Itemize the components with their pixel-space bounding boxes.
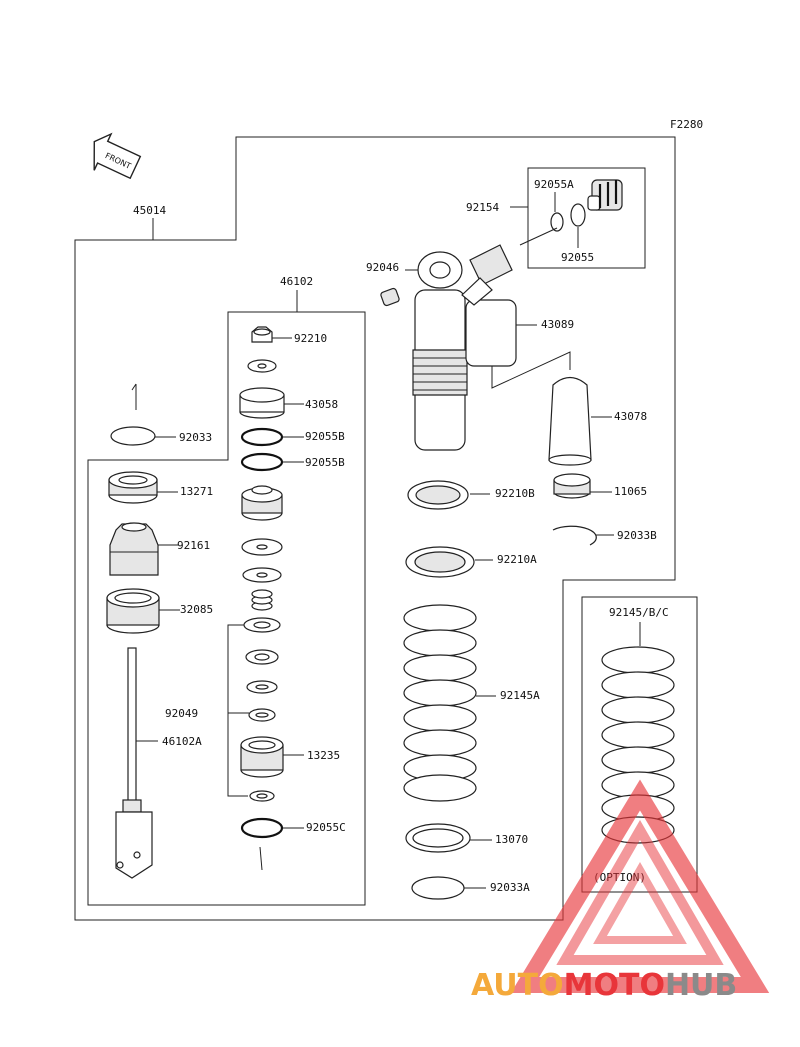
oring-92055c <box>240 817 284 839</box>
label-92210b: 92210B <box>495 487 535 500</box>
collar-43058-part <box>239 387 285 419</box>
label-92145a: 92145A <box>500 689 540 702</box>
watermark-auto: AUTO <box>471 968 564 1003</box>
assembly-46102-outline <box>87 311 366 906</box>
label-92055b-1: 92055B <box>305 430 345 443</box>
oring-92055b-1 <box>240 427 284 447</box>
label-92055c: 92055C <box>306 821 346 834</box>
label-43058: 43058 <box>305 398 338 411</box>
seal-13271-part <box>108 471 158 504</box>
nut-92210-part <box>251 326 273 343</box>
label-92046: 92046 <box>366 261 399 274</box>
valve-92154-box <box>527 167 646 269</box>
label-92055b-2: 92055B <box>305 456 345 469</box>
ring-92033a <box>411 876 465 900</box>
label-92033: 92033 <box>179 431 212 444</box>
label-46102a: 46102A <box>162 735 202 748</box>
piston-part <box>241 485 283 521</box>
shaft-46102a-part <box>115 647 153 879</box>
nut-92210a-part <box>405 546 475 578</box>
label-92161: 92161 <box>177 539 210 552</box>
nut-92210b-part <box>407 480 469 510</box>
label-92210: 92210 <box>294 332 327 345</box>
oring-92055 <box>570 203 586 227</box>
label-92154: 92154 <box>466 201 499 214</box>
shock-body-part <box>412 251 468 451</box>
label-11065: 11065 <box>614 485 647 498</box>
label-92049: 92049 <box>165 707 198 720</box>
label-92210a: 92210A <box>497 553 537 566</box>
washer-13070-part <box>405 823 471 853</box>
ring-92033 <box>110 426 156 446</box>
figure-code: F2280 <box>670 118 703 131</box>
seal-11065-part <box>553 473 591 499</box>
label-92055: 92055 <box>561 251 594 264</box>
label-46102: 46102 <box>280 275 313 288</box>
label-45014: 45014 <box>133 204 166 217</box>
label-13271: 13271 <box>180 485 213 498</box>
label-43078: 43078 <box>614 410 647 423</box>
watermark-text: AUTOMOTOHUB <box>471 968 737 1003</box>
bumper-92161-part <box>109 522 159 576</box>
oring-92055b-2 <box>240 452 284 472</box>
front-arrow-icon: FRONT <box>93 132 142 180</box>
label-32085: 32085 <box>180 603 213 616</box>
clip-92033b <box>552 525 597 546</box>
label-92033a: 92033A <box>490 881 530 894</box>
option-spring-box <box>581 596 698 893</box>
label-92033b: 92033B <box>617 529 657 542</box>
spring-92145a-part <box>403 604 477 802</box>
cap-32085-part <box>106 588 160 634</box>
watermark-moto: MOTO <box>564 968 665 1003</box>
seal-13235-part <box>240 736 284 778</box>
cap-43078-part <box>548 376 592 466</box>
watermark-logo <box>510 779 770 993</box>
spring-small-part <box>251 589 273 611</box>
label-43089: 43089 <box>541 318 574 331</box>
label-13070: 13070 <box>495 833 528 846</box>
valve-cap-part <box>587 179 623 211</box>
label-92055a: 92055A <box>534 178 574 191</box>
watermark-hub: HUB <box>665 968 737 1003</box>
label-92145bc: 92145/B/C <box>609 606 669 619</box>
reservoir-43089-part <box>461 244 517 367</box>
label-13235: 13235 <box>307 749 340 762</box>
bushing-92046 <box>380 287 400 307</box>
oring-92055a <box>550 212 564 232</box>
